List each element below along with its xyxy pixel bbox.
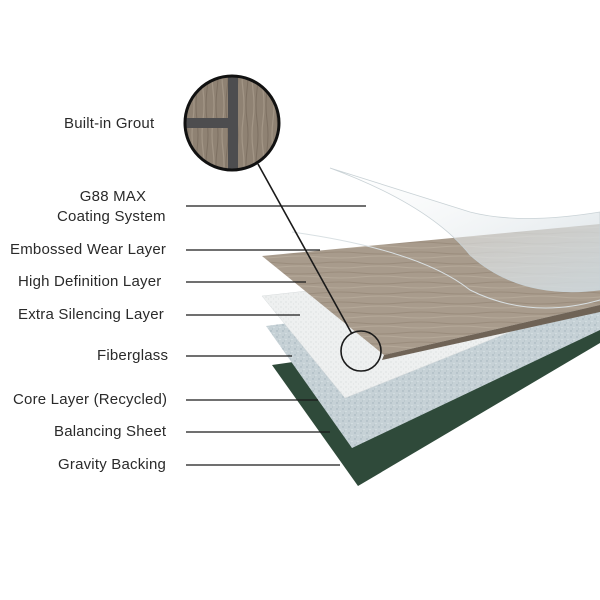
label-gravity-backing: Gravity Backing (58, 456, 167, 473)
film-edge (291, 231, 600, 309)
embossed-wear-film (329, 167, 600, 293)
grout-detail (186, 77, 278, 169)
label-fiberglass: Fiberglass (97, 347, 169, 364)
label-coating-line1: G88 MAX (79, 188, 147, 205)
grout-leader (257, 163, 353, 335)
grout-circle-ring (183, 74, 281, 172)
label-extra-silencing: Extra Silencing Layer (18, 306, 164, 323)
wood-edge (382, 305, 600, 360)
label-embossed-wear: Embossed Wear Layer (10, 241, 167, 258)
label-balancing-sheet: Balancing Sheet (54, 423, 167, 440)
detail-circle (340, 330, 382, 372)
label-core-layer: Core Layer (Recycled) (13, 391, 168, 408)
label-built-in-grout: Built-in Grout (64, 115, 155, 132)
label-coating-line2: Coating System (57, 208, 166, 225)
label-high-definition: High Definition Layer (18, 273, 162, 290)
